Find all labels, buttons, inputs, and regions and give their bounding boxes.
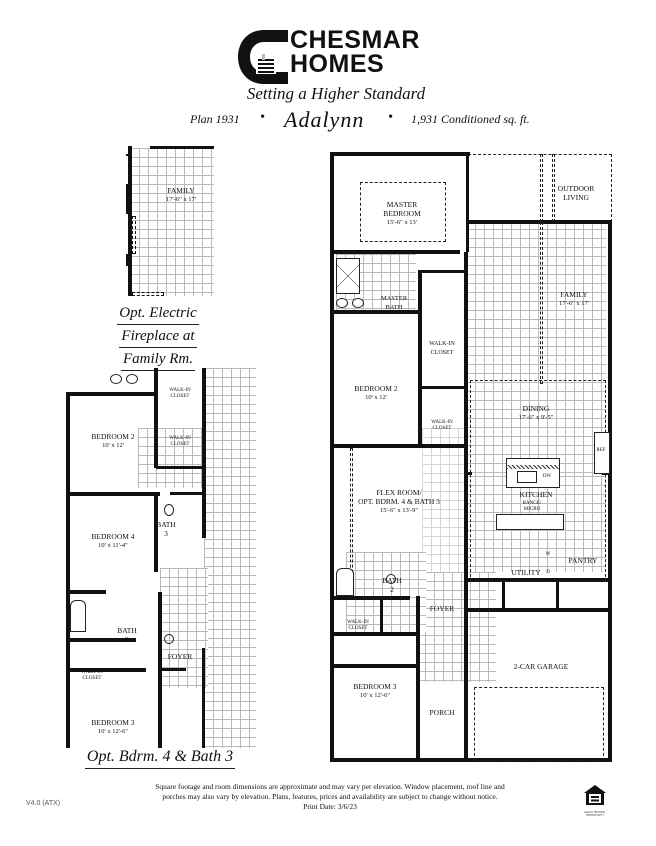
room-master-walk-in-closet: WALK-IN CLOSET bbox=[429, 341, 455, 356]
room-porch: PORCH bbox=[429, 708, 455, 717]
room-bath-2: BATH 2 bbox=[382, 576, 402, 594]
brand-line-2: HOMES bbox=[290, 50, 385, 78]
room-pantry: PANTRY bbox=[568, 556, 598, 565]
separator-dot: • bbox=[260, 110, 265, 125]
fireplace-option-plan: FAMILY 17'-6" x 17' bbox=[126, 144, 216, 296]
brand-name: CHESMAR HOMES bbox=[290, 26, 420, 78]
refrigerator-label: REF bbox=[596, 448, 606, 453]
family-dining-grid bbox=[466, 220, 606, 476]
disclaimer-line-1: Square footage and room dimensions are a… bbox=[155, 782, 505, 791]
plan-number: Plan 1931 bbox=[190, 112, 240, 126]
room-outdoor-living: OUTDOOR LIVING bbox=[557, 184, 595, 202]
room-bedroom2-walk-in-closet: WALK-IN CLOSET bbox=[431, 420, 453, 431]
room-bedroom-2: BEDROOM 2 10' x 12' bbox=[91, 432, 135, 449]
tagline: Setting a Higher Standard bbox=[246, 84, 426, 103]
master-tray-ceiling bbox=[360, 182, 446, 242]
shower bbox=[336, 258, 360, 294]
plan-name: Adalynn bbox=[284, 107, 365, 132]
refrigerator-space bbox=[594, 432, 610, 474]
main-floor-plan: MASTER BEDROOM 15'-6" x 13' OUTDOOR LIVI… bbox=[326, 152, 616, 762]
brand-logo bbox=[236, 28, 436, 86]
conditioned-sqft: 1,931 Conditioned sq. ft. bbox=[411, 112, 530, 126]
washer-label: W bbox=[545, 552, 551, 557]
room-foyer: FOYER bbox=[429, 604, 455, 613]
room-kitchen: KITCHEN bbox=[519, 490, 553, 499]
bedroom4-option-caption: Opt. Bdrm. 4 & Bath 3 bbox=[60, 746, 260, 769]
range-counter bbox=[496, 514, 564, 530]
room-family: FAMILY 17'-6" x 17' bbox=[166, 186, 196, 203]
range-micro-label: RANGE/ MICRO bbox=[522, 501, 542, 512]
room-bedroom-3: BEDROOM 3 10' x 12'-6" bbox=[91, 718, 135, 735]
dishwasher-label: DW bbox=[542, 474, 552, 479]
room-walk-in-closet-2: WALK-IN CLOSET bbox=[169, 436, 191, 447]
room-walk-in-closet: WALK-IN CLOSET bbox=[169, 388, 191, 399]
house-logo-icon bbox=[238, 30, 288, 84]
version-label: V4.0 (ATX) bbox=[26, 800, 61, 807]
disclaimer: Square footage and room dimensions are a… bbox=[110, 782, 550, 812]
separator-dot: • bbox=[388, 110, 393, 125]
fireplace-option-caption: Opt. Electric Fireplace at Family Rm. bbox=[100, 302, 216, 371]
room-master-bath: MASTER BATH bbox=[380, 295, 408, 311]
bathtub bbox=[336, 568, 354, 596]
room-family: FAMILY 17'-6" x 17' bbox=[559, 290, 589, 307]
equal-housing-opportunity-icon: EQUAL HOUSING OPPORTUNITY bbox=[583, 784, 607, 817]
room-bedroom-2: BEDROOM 2 10' x 12' bbox=[354, 384, 398, 401]
room-flex-room: FLEX ROOM/ OPT. BDRM. 4 & BATH 3 15'-6" … bbox=[358, 488, 440, 514]
room-bedroom3-walk-in-closet: WALK-IN CLOSET bbox=[347, 620, 369, 631]
kitchen-island bbox=[506, 458, 560, 488]
room-utility: UTILITY bbox=[511, 568, 541, 577]
brand-line-1: CHESMAR bbox=[290, 26, 420, 54]
room-bedroom-3: BEDROOM 3 10' x 12'-6" bbox=[353, 682, 397, 699]
equal-housing-text: EQUAL HOUSING OPPORTUNITY bbox=[584, 811, 606, 817]
room-bedroom-4: BEDROOM 4 10' x 11'-4" bbox=[91, 532, 135, 549]
room-2-car-garage: 2-CAR GARAGE bbox=[513, 662, 569, 671]
room-bath-2: BATH 2 bbox=[117, 626, 137, 644]
garage-door-outline bbox=[474, 687, 604, 761]
room-foyer: FOYER bbox=[167, 652, 193, 661]
plan-info: Plan 1931 • Adalynn • 1,931 Conditioned … bbox=[180, 107, 560, 132]
room-walk-in-closet-3: WALK-IN CLOSET bbox=[81, 670, 103, 681]
room-bath-3: BATH 3 bbox=[156, 520, 176, 538]
room-master-bedroom: MASTER BEDROOM 15'-6" x 13' bbox=[383, 200, 421, 226]
bedroom4-option-plan: WALK-IN CLOSET BEDROOM 2 10' x 12' WALK-… bbox=[64, 368, 256, 748]
dryer-label: D bbox=[546, 570, 550, 575]
disclaimer-line-2: porches may also vary by elevation. Plan… bbox=[162, 792, 498, 801]
print-date: Print Date: 3/6/23 bbox=[303, 802, 357, 811]
room-dining: DINING 17'-6" x 9'-5" bbox=[518, 404, 554, 421]
